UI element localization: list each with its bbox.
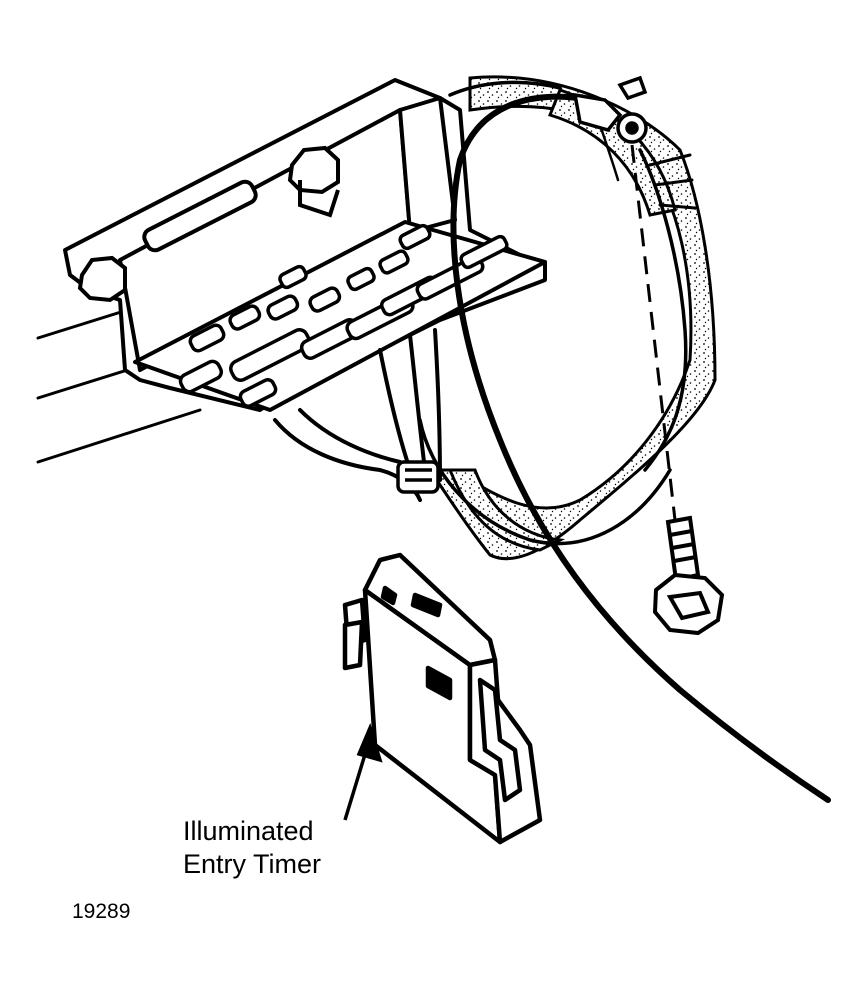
- mounting-screw: [652, 515, 725, 636]
- leader-arrow: [343, 722, 383, 821]
- callout-line-1: Illuminated: [183, 816, 314, 846]
- bracket-nuts: [77, 145, 340, 303]
- component-callout: Illuminated Entry Timer: [183, 815, 321, 881]
- hatch-strokes: [648, 153, 697, 210]
- tray-slots: [178, 223, 509, 408]
- harness-connector: [396, 460, 440, 494]
- callout-line-2: Entry Timer: [183, 849, 322, 879]
- ground-eyelet: [572, 75, 648, 144]
- entry-timer-module: [342, 552, 543, 845]
- figure-number: 19289: [72, 900, 131, 923]
- ground-wire: [450, 93, 831, 803]
- alignment-line: [630, 144, 677, 521]
